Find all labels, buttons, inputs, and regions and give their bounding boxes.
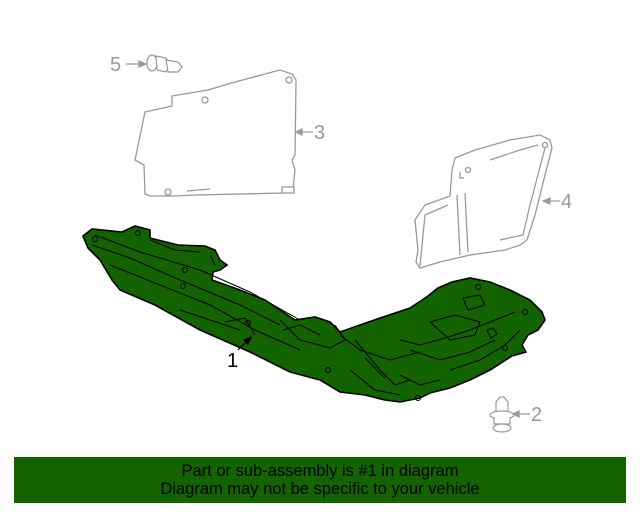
part-5-push-rivet[interactable] (146, 54, 183, 73)
callout-arrow-5 (126, 60, 148, 68)
info-banner: Part or sub-assembly is #1 in diagram Di… (14, 457, 626, 503)
callout-arrow-2 (511, 410, 530, 418)
callout-label-3: 3 (314, 122, 326, 144)
banner-line-part-info: Part or sub-assembly is #1 in diagram (181, 462, 459, 480)
part-3-side-shield[interactable] (134, 69, 297, 197)
banner-line-disclaimer: Diagram may not be specific to your vehi… (160, 480, 480, 498)
callout-arrow-4 (541, 197, 560, 205)
callout-arrow-1 (237, 335, 253, 351)
part-2-push-clip[interactable] (489, 396, 515, 433)
callout-label-4: 4 (561, 191, 573, 213)
part-1-main-under-shield[interactable] (82, 225, 546, 403)
part-4-side-shield[interactable] (414, 134, 553, 269)
callout-label-5: 5 (110, 54, 122, 76)
callout-label-2: 2 (531, 404, 543, 426)
callout-arrow-3 (294, 128, 313, 136)
callout-label-1: 1 (227, 350, 239, 372)
